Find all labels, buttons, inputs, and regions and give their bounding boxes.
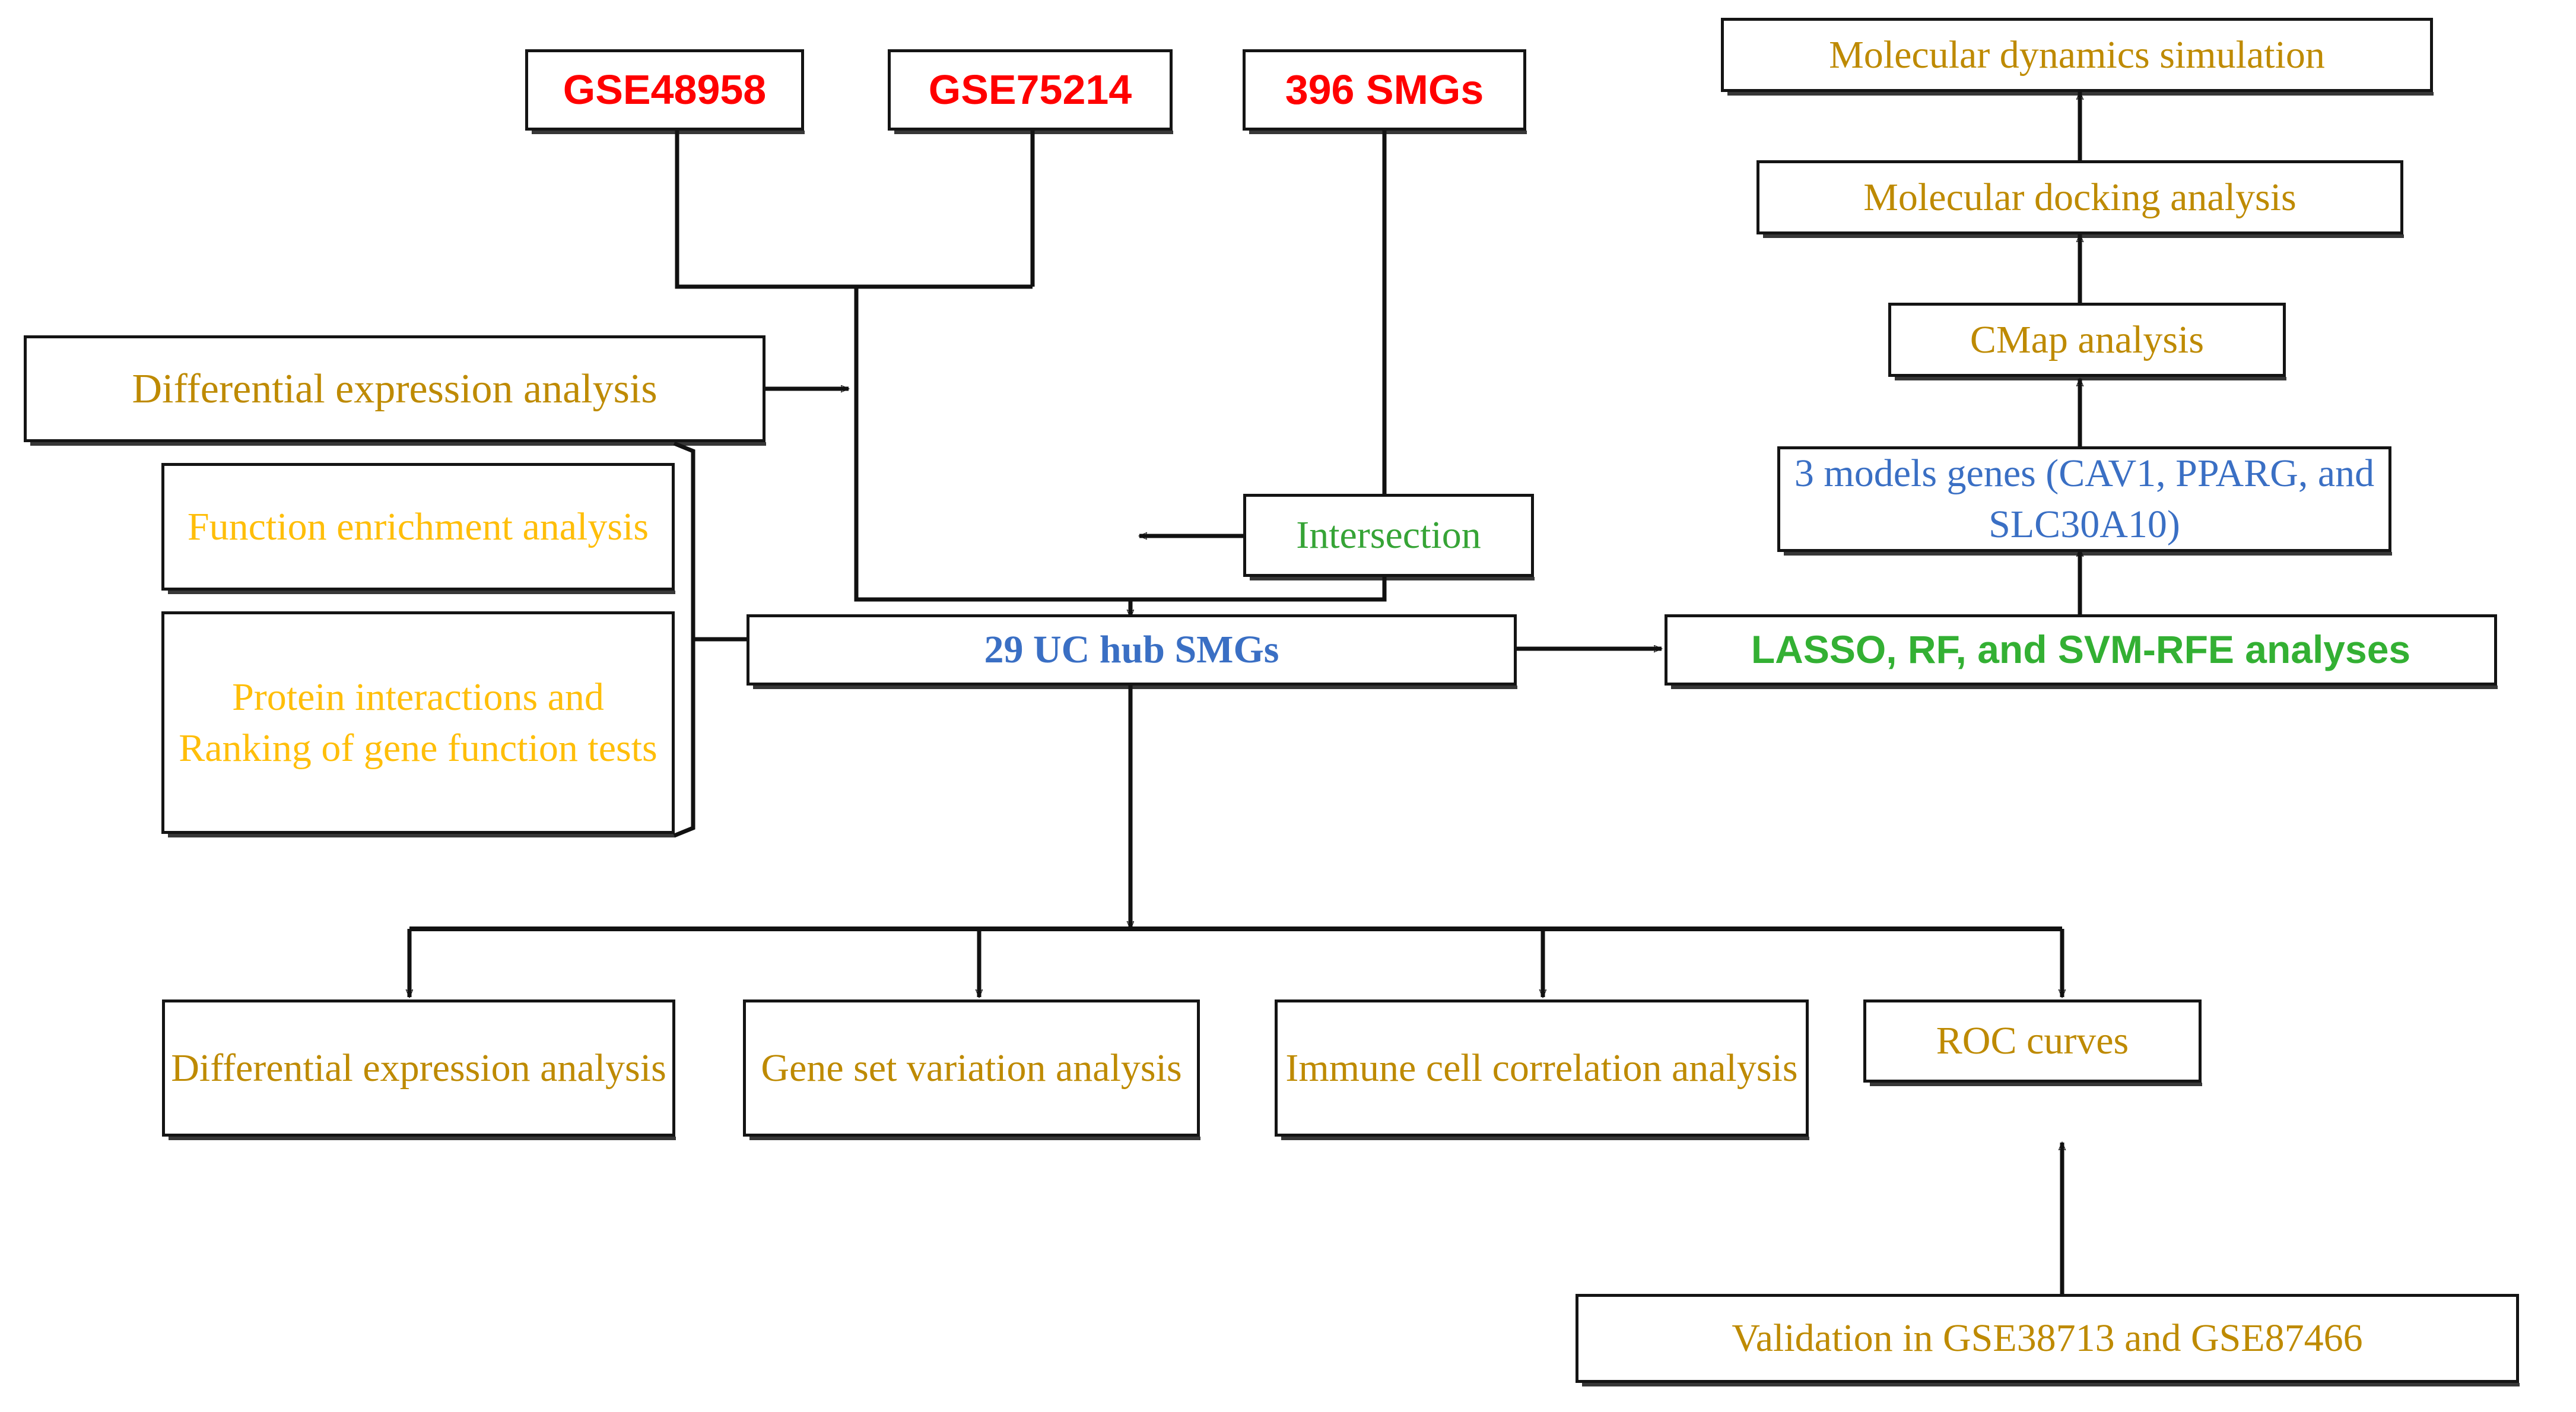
node-label: GSE48958 bbox=[563, 66, 767, 113]
node-dataset-gse48958[interactable]: GSE48958 bbox=[525, 49, 805, 134]
node-label: Immune cell correlation analysis bbox=[1285, 1046, 1798, 1090]
node-dataset-gse75214[interactable]: GSE75214 bbox=[888, 49, 1173, 134]
node-differential-expression-top[interactable]: Differential expression analysis bbox=[24, 335, 766, 446]
node-cmap-analysis[interactable]: CMap analysis bbox=[1888, 303, 2286, 380]
node-validation-datasets[interactable]: Validation in GSE38713 and GSE87466 bbox=[1576, 1294, 2520, 1386]
node-label: Differential expression analysis bbox=[171, 1046, 666, 1090]
node-molecular-dynamics-simulation[interactable]: Molecular dynamics simulation bbox=[1721, 18, 2434, 96]
node-function-enrichment-analysis[interactable]: Function enrichment analysis bbox=[161, 463, 675, 594]
node-label: Function enrichment analysis bbox=[187, 504, 649, 548]
node-differential-expression-bottom[interactable]: Differential expression analysis bbox=[162, 999, 676, 1140]
wire-gse48958-to-merge bbox=[675, 131, 1033, 289]
node-roc-curves[interactable]: ROC curves bbox=[1863, 999, 2202, 1086]
node-intersection[interactable]: Intersection bbox=[1243, 494, 1535, 580]
wire-merge-to-lower-bar bbox=[854, 287, 1130, 602]
node-label: CMap analysis bbox=[1970, 318, 2205, 361]
bracket-left-analyses bbox=[673, 441, 695, 838]
node-label: LASSO, RF, and SVM-RFE analyses bbox=[1751, 627, 2411, 672]
node-lasso-rf-svmrfe[interactable]: LASSO, RF, and SVM-RFE analyses bbox=[1665, 614, 2498, 689]
node-hub-smgs[interactable]: 29 UC hub SMGs bbox=[747, 614, 1517, 689]
node-label: Molecular docking analysis bbox=[1863, 175, 2297, 219]
node-dataset-396-smgs[interactable]: 396 SMGs bbox=[1243, 49, 1527, 134]
node-label: 29 UC hub SMGs bbox=[984, 628, 1279, 672]
node-label: GSE75214 bbox=[928, 66, 1132, 113]
node-label: Gene set variation analysis bbox=[761, 1046, 1182, 1090]
node-molecular-docking-analysis[interactable]: Molecular docking analysis bbox=[1756, 160, 2404, 238]
node-label: Validation in GSE38713 and GSE87466 bbox=[1732, 1316, 2363, 1360]
node-immune-cell-correlation-analysis[interactable]: Immune cell correlation analysis bbox=[1275, 999, 1809, 1140]
node-label: Intersection bbox=[1296, 513, 1481, 557]
node-label: Differential expression analysis bbox=[132, 366, 658, 412]
node-label: Molecular dynamics simulation bbox=[1829, 33, 2325, 77]
node-label: 396 SMGs bbox=[1285, 66, 1484, 113]
node-protein-interactions-ranking[interactable]: Protein interactions and Ranking of gene… bbox=[161, 611, 675, 837]
node-label: 3 models genes (CAV1, PPARG, and SLC30A1… bbox=[1794, 452, 2375, 546]
node-gene-set-variation-analysis[interactable]: Gene set variation analysis bbox=[743, 999, 1200, 1140]
node-label: ROC curves bbox=[1936, 1019, 2129, 1063]
node-three-model-genes[interactable]: 3 models genes (CAV1, PPARG, and SLC30A1… bbox=[1777, 446, 2392, 556]
node-label: Protein interactions and Ranking of gene… bbox=[179, 675, 658, 770]
